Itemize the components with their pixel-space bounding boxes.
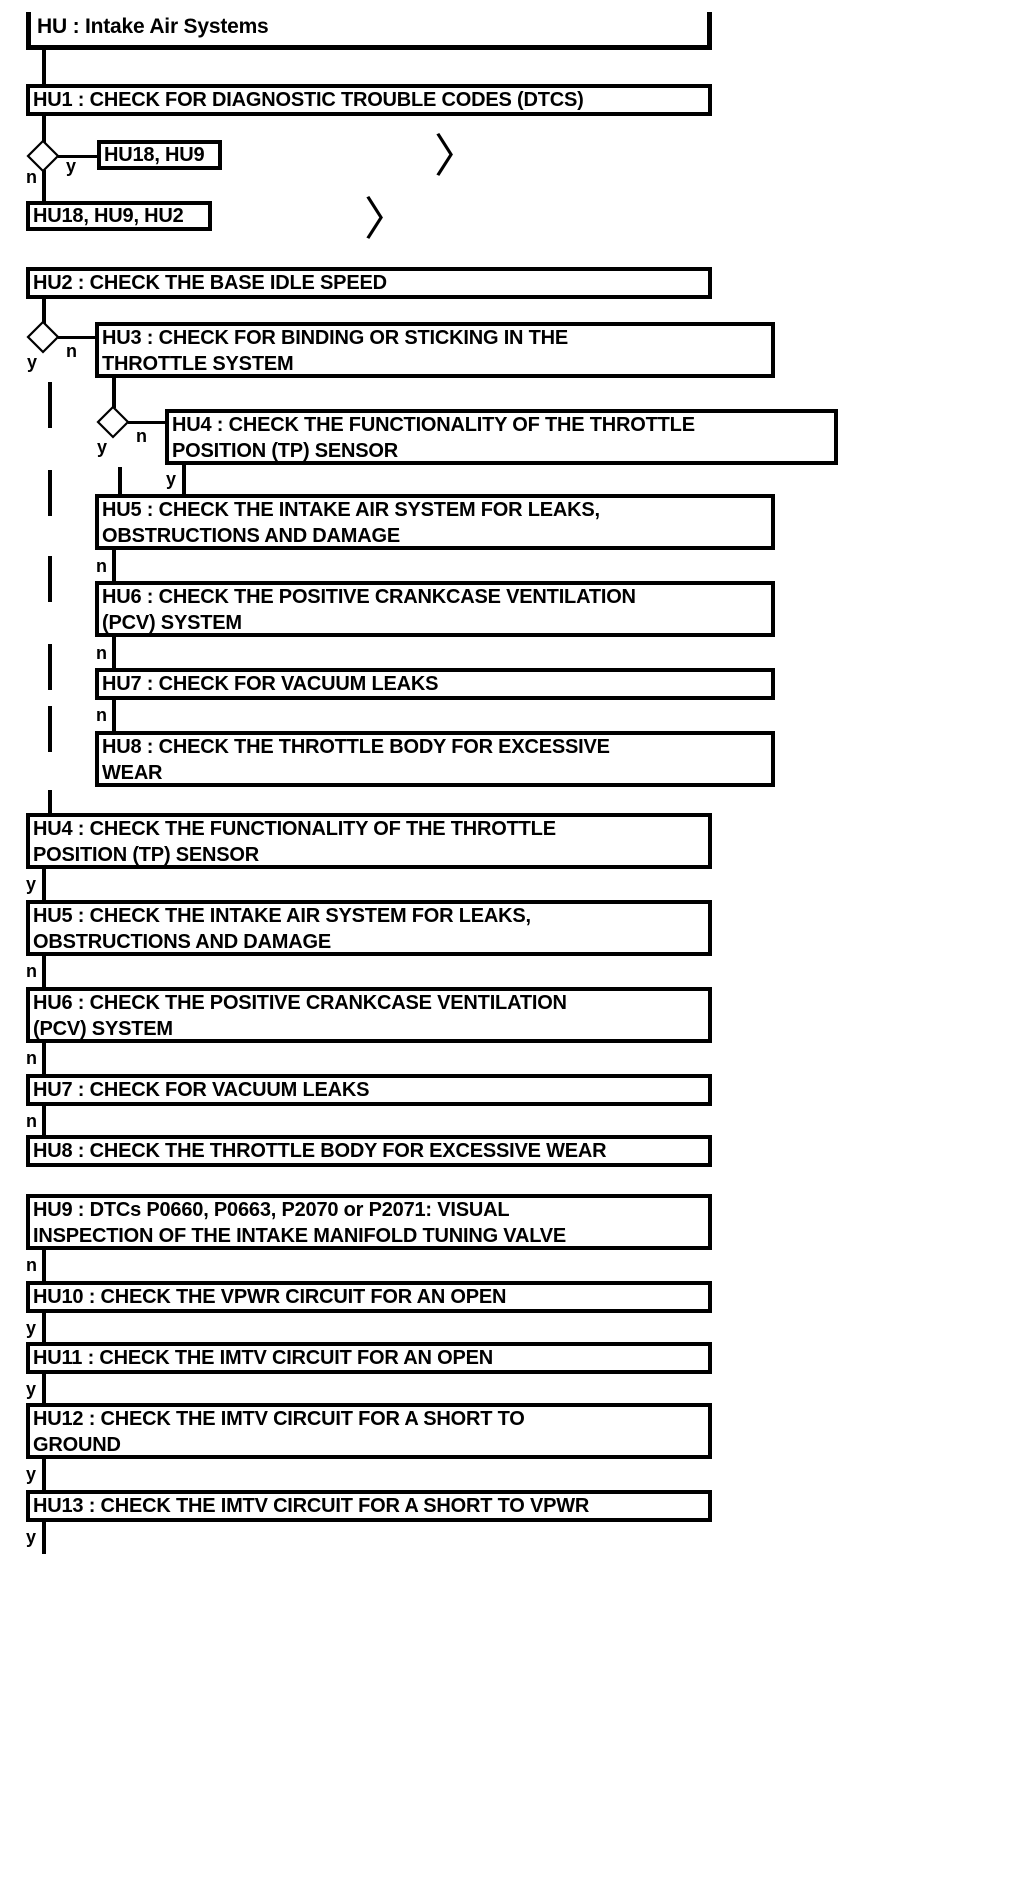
connector-hu5b-hu6b bbox=[42, 956, 46, 988]
branch-label-hu6b-n: n bbox=[26, 1048, 37, 1068]
step-label-hu5-main: HU5 : CHECK THE INTAKE AIR SYSTEM FOR LE… bbox=[33, 904, 531, 953]
connector-hu1-decision1 bbox=[42, 116, 46, 144]
branch-label-hu4b-y: y bbox=[26, 874, 37, 894]
step-box-hu4-indented[interactable]: HU4 : CHECK THE FUNCTIONALITY OF THE THR… bbox=[165, 409, 838, 465]
branch-label-hu6a-n: n bbox=[96, 643, 107, 663]
connector-decision3-hu4a bbox=[128, 421, 168, 424]
connector-hu9-hu10 bbox=[42, 1250, 46, 1282]
step-box-hu8-main[interactable]: HU8 : CHECK THE THROTTLE BODY FOR EXCESS… bbox=[26, 1135, 712, 1167]
branch-label-decision3-y: y bbox=[97, 437, 108, 457]
connector-hu10-hu11 bbox=[42, 1313, 46, 1345]
page-title: HU : Intake Air Systems bbox=[37, 15, 269, 38]
step-label-hu6-main: HU6 : CHECK THE POSITIVE CRANKCASE VENTI… bbox=[33, 991, 567, 1040]
spine-left-segment-4 bbox=[48, 644, 52, 690]
step-box-hu13[interactable]: HU13 : CHECK THE IMTV CIRCUIT FOR A SHOR… bbox=[26, 1490, 712, 1522]
step-label-hu7-indented: HU7 : CHECK FOR VACUUM LEAKS bbox=[102, 673, 439, 695]
step-label-hu3: HU3 : CHECK FOR BINDING OR STICKING IN T… bbox=[102, 326, 569, 375]
branch-label-hu7a-n: n bbox=[96, 705, 107, 725]
connector-hu4b-hu5b bbox=[42, 869, 46, 901]
step-label-hu12: HU12 : CHECK THE IMTV CIRCUIT FOR A SHOR… bbox=[33, 1407, 525, 1456]
step-box-hu4-main[interactable]: HU4 : CHECK THE FUNCTIONALITY OF THE THR… bbox=[26, 813, 712, 869]
reference-tag-label-2: HU18, HU9, HU2 bbox=[33, 205, 184, 227]
spine-left-segment-6 bbox=[48, 790, 52, 820]
connector-title-hu1 bbox=[42, 50, 46, 86]
spine-left-segment-1 bbox=[48, 382, 52, 428]
branch-label-hu10-y: y bbox=[26, 1318, 37, 1338]
step-label-hu5-indented: HU5 : CHECK THE INTAKE AIR SYSTEM FOR LE… bbox=[102, 498, 600, 547]
connector-hu5a-hu6a bbox=[112, 550, 116, 582]
branch-label-hu5b-n: n bbox=[26, 961, 37, 981]
step-box-hu1[interactable]: HU1 : CHECK FOR DIAGNOSTIC TROUBLE CODES… bbox=[26, 84, 712, 116]
connector-hu4a-hu5a bbox=[182, 465, 186, 495]
step-box-hu12[interactable]: HU12 : CHECK THE IMTV CIRCUIT FOR A SHOR… bbox=[26, 1403, 712, 1459]
spine-mid-segment-1 bbox=[118, 467, 122, 495]
spine-left-segment-5 bbox=[48, 706, 52, 752]
connector-decision1-tag1 bbox=[58, 155, 100, 158]
branch-label-hu5a-n: n bbox=[96, 556, 107, 576]
connector-hu11-hu12 bbox=[42, 1374, 46, 1406]
connector-decision2-hu3 bbox=[58, 336, 98, 339]
branch-label-hu4a-y: y bbox=[166, 469, 177, 489]
branch-label-hu12-y: y bbox=[26, 1464, 37, 1484]
step-box-hu10[interactable]: HU10 : CHECK THE VPWR CIRCUIT FOR AN OPE… bbox=[26, 1281, 712, 1313]
step-label-hu4-main: HU4 : CHECK THE FUNCTIONALITY OF THE THR… bbox=[33, 817, 556, 866]
reference-tag-hu18-hu9-hu2[interactable]: HU18, HU9, HU2 bbox=[26, 201, 212, 231]
step-label-hu10: HU10 : CHECK THE VPWR CIRCUIT FOR AN OPE… bbox=[33, 1286, 507, 1308]
connector-hu7a-hu8a bbox=[112, 700, 116, 732]
step-box-hu2[interactable]: HU2 : CHECK THE BASE IDLE SPEED bbox=[26, 267, 712, 299]
step-box-hu6-indented[interactable]: HU6 : CHECK THE POSITIVE CRANKCASE VENTI… bbox=[95, 581, 775, 637]
step-box-hu7-main[interactable]: HU7 : CHECK FOR VACUUM LEAKS bbox=[26, 1074, 712, 1106]
spine-left-segment-3 bbox=[48, 556, 52, 602]
reference-tag-hu18-hu9[interactable]: HU18, HU9 bbox=[97, 140, 222, 170]
connector-hu13-next bbox=[42, 1522, 46, 1554]
step-label-hu8-indented: HU8 : CHECK THE THROTTLE BODY FOR EXCESS… bbox=[102, 735, 610, 784]
step-box-hu11[interactable]: HU11 : CHECK THE IMTV CIRCUIT FOR AN OPE… bbox=[26, 1342, 712, 1374]
connector-hu2-decision2 bbox=[42, 299, 46, 325]
reference-tag-label-1: HU18, HU9 bbox=[104, 144, 205, 166]
connector-hu6a-hu7a bbox=[112, 637, 116, 669]
step-label-hu1: HU1 : CHECK FOR DIAGNOSTIC TROUBLE CODES… bbox=[33, 89, 584, 111]
step-label-hu2: HU2 : CHECK THE BASE IDLE SPEED bbox=[33, 272, 387, 294]
connector-hu6b-hu7b bbox=[42, 1043, 46, 1075]
page-break-chevron-2: 〉 bbox=[364, 193, 410, 245]
step-label-hu8-main: HU8 : CHECK THE THROTTLE BODY FOR EXCESS… bbox=[33, 1140, 607, 1162]
step-box-hu9[interactable]: HU9 : DTCs P0660, P0663, P2070 or P2071:… bbox=[26, 1194, 712, 1250]
step-box-hu6-main[interactable]: HU6 : CHECK THE POSITIVE CRANKCASE VENTI… bbox=[26, 987, 712, 1043]
branch-label-decision2-y: y bbox=[27, 352, 38, 372]
connector-hu7b-hu8b bbox=[42, 1106, 46, 1138]
step-label-hu9: HU9 : DTCs P0660, P0663, P2070 or P2071:… bbox=[33, 1198, 567, 1247]
step-box-hu3[interactable]: HU3 : CHECK FOR BINDING OR STICKING IN T… bbox=[95, 322, 775, 378]
branch-label-hu11-y: y bbox=[26, 1379, 37, 1399]
step-box-hu8-indented[interactable]: HU8 : CHECK THE THROTTLE BODY FOR EXCESS… bbox=[95, 731, 775, 787]
branch-label-decision2-n: n bbox=[66, 341, 77, 361]
connector-hu3-decision3 bbox=[112, 378, 116, 408]
step-box-hu7-indented[interactable]: HU7 : CHECK FOR VACUUM LEAKS bbox=[95, 668, 775, 700]
step-label-hu7-main: HU7 : CHECK FOR VACUUM LEAKS bbox=[33, 1079, 370, 1101]
branch-label-decision1-y: y bbox=[66, 156, 77, 176]
decision-diamond-2[interactable] bbox=[26, 320, 60, 354]
step-label-hu11: HU11 : CHECK THE IMTV CIRCUIT FOR AN OPE… bbox=[33, 1347, 493, 1369]
branch-label-decision3-n: n bbox=[136, 426, 147, 446]
step-label-hu6-indented: HU6 : CHECK THE POSITIVE CRANKCASE VENTI… bbox=[102, 585, 636, 634]
connector-decision1-tag2 bbox=[42, 170, 46, 202]
step-box-hu5-indented[interactable]: HU5 : CHECK THE INTAKE AIR SYSTEM FOR LE… bbox=[95, 494, 775, 550]
connector-hu12-hu13 bbox=[42, 1459, 46, 1491]
spine-left-segment-2 bbox=[48, 470, 52, 516]
step-box-hu5-main[interactable]: HU5 : CHECK THE INTAKE AIR SYSTEM FOR LE… bbox=[26, 900, 712, 956]
page-break-chevron-1: 〉 bbox=[434, 130, 480, 182]
branch-label-hu9-n: n bbox=[26, 1255, 37, 1275]
branch-label-decision1-n: n bbox=[26, 167, 37, 187]
decision-diamond-3[interactable] bbox=[96, 405, 130, 439]
step-label-hu13: HU13 : CHECK THE IMTV CIRCUIT FOR A SHOR… bbox=[33, 1495, 590, 1517]
branch-label-hu7b-n: n bbox=[26, 1111, 37, 1131]
step-label-hu4-indented: HU4 : CHECK THE FUNCTIONALITY OF THE THR… bbox=[172, 413, 695, 462]
diagram-title-bracket: HU : Intake Air Systems bbox=[26, 12, 712, 50]
branch-label-hu13-y: y bbox=[26, 1527, 37, 1547]
